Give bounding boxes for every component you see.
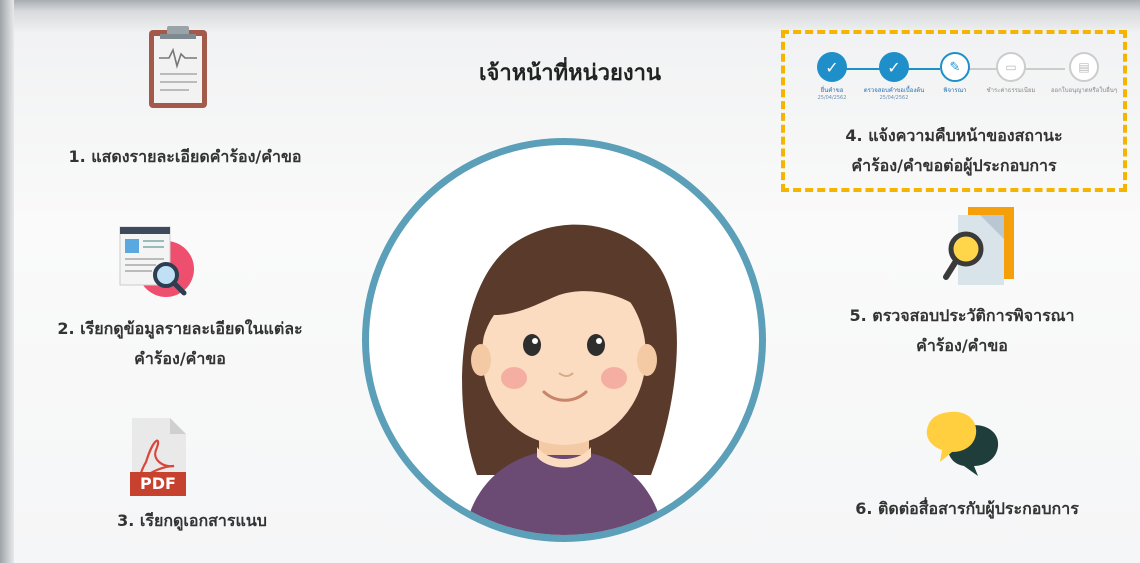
feature-4-label: 4. แจ้งความคืบหน้าของสถานะ คำร้อง/คำขอต่… — [785, 121, 1123, 181]
feature-3-label: 3. เรียกดูเอกสารแนบ — [27, 506, 357, 536]
feature-2-label: 2. เรียกดูข้อมูลรายละเอียดในแต่ละ คำร้อง… — [15, 314, 345, 374]
progress-connector-lines — [845, 68, 1065, 70]
progress-step-5: ▤ ออกใบอนุญาตหรือใบอื่นๆ — [1047, 52, 1121, 95]
feature-2-line1: 2. เรียกดูข้อมูลรายละเอียดในแต่ละ — [57, 319, 303, 338]
feature-6-label: 6. ติดต่อสื่อสารกับผู้ประกอบการ — [802, 494, 1132, 524]
progress-step-5-label: ออกใบอนุญาตหรือใบอื่นๆ — [1050, 87, 1118, 94]
feature-3-line1: 3. เรียกดูเอกสารแนบ — [117, 511, 267, 530]
chat-bubbles-icon — [922, 408, 1002, 478]
officer-avatar-illustration — [462, 224, 677, 535]
pdf-icon: PDF — [128, 416, 188, 498]
progress-step-2-label: ตรวจสอบคำขอเบื้องต้น — [863, 87, 925, 94]
certificate-icon: ▤ — [1069, 52, 1099, 82]
feature-5-line1: 5. ตรวจสอบประวัติการพิจารณา — [849, 306, 1075, 325]
progress-status-box: ✓ ยื่นคำขอ 25/04/2562 ✓ ตรวจสอบคำขอเบื้อ… — [781, 30, 1127, 192]
progress-step-1-date: 25/04/2562 — [817, 95, 847, 101]
check-icon: ✓ — [817, 52, 847, 82]
magnifier-folder-icon — [942, 205, 1018, 287]
feature-6-line1: 6. ติดต่อสื่อสารกับผู้ประกอบการ — [855, 499, 1079, 518]
progress-step-2-date: 25/04/2562 — [879, 95, 909, 101]
officer-portrait — [362, 138, 766, 542]
progress-step-1: ✓ ยื่นคำขอ 25/04/2562 — [805, 52, 859, 101]
background-edge — [0, 0, 14, 563]
feature-5-line2: คำร้อง/คำขอ — [916, 336, 1008, 355]
progress-step-2: ✓ ตรวจสอบคำขอเบื้องต้น 25/04/2562 — [863, 52, 925, 101]
feature-4-line1: 4. แจ้งความคืบหน้าของสถานะ — [845, 126, 1063, 145]
progress-step-1-label: ยื่นคำขอ — [820, 87, 844, 94]
clipboard-icon — [145, 24, 211, 110]
progress-step-4-label: ชำระค่าธรรมเนียม — [986, 87, 1036, 94]
feature-5-label: 5. ตรวจสอบประวัติการพิจารณา คำร้อง/คำขอ — [797, 301, 1127, 361]
document-search-icon — [116, 225, 196, 305]
document-edit-icon: ✎ — [940, 52, 970, 82]
feature-1-label: 1. แสดงรายละเอียดคำร้อง/คำขอ — [20, 142, 350, 172]
pdf-badge-text: PDF — [140, 474, 176, 493]
feature-1-line1: 1. แสดงรายละเอียดคำร้อง/คำขอ — [68, 147, 302, 166]
page-title: เจ้าหน้าที่หน่วยงาน — [478, 61, 662, 86]
progress-step-3: ✎ พิจารณา — [930, 52, 980, 95]
check-icon: ✓ — [879, 52, 909, 82]
feature-2-line2: คำร้อง/คำขอ — [134, 349, 226, 368]
payment-icon: ▭ — [996, 52, 1026, 82]
feature-4-line2: คำร้อง/คำขอต่อผู้ประกอบการ — [851, 156, 1057, 175]
progress-step-3-label: พิจารณา — [943, 87, 967, 94]
progress-step-4: ▭ ชำระค่าธรรมเนียม — [983, 52, 1039, 95]
